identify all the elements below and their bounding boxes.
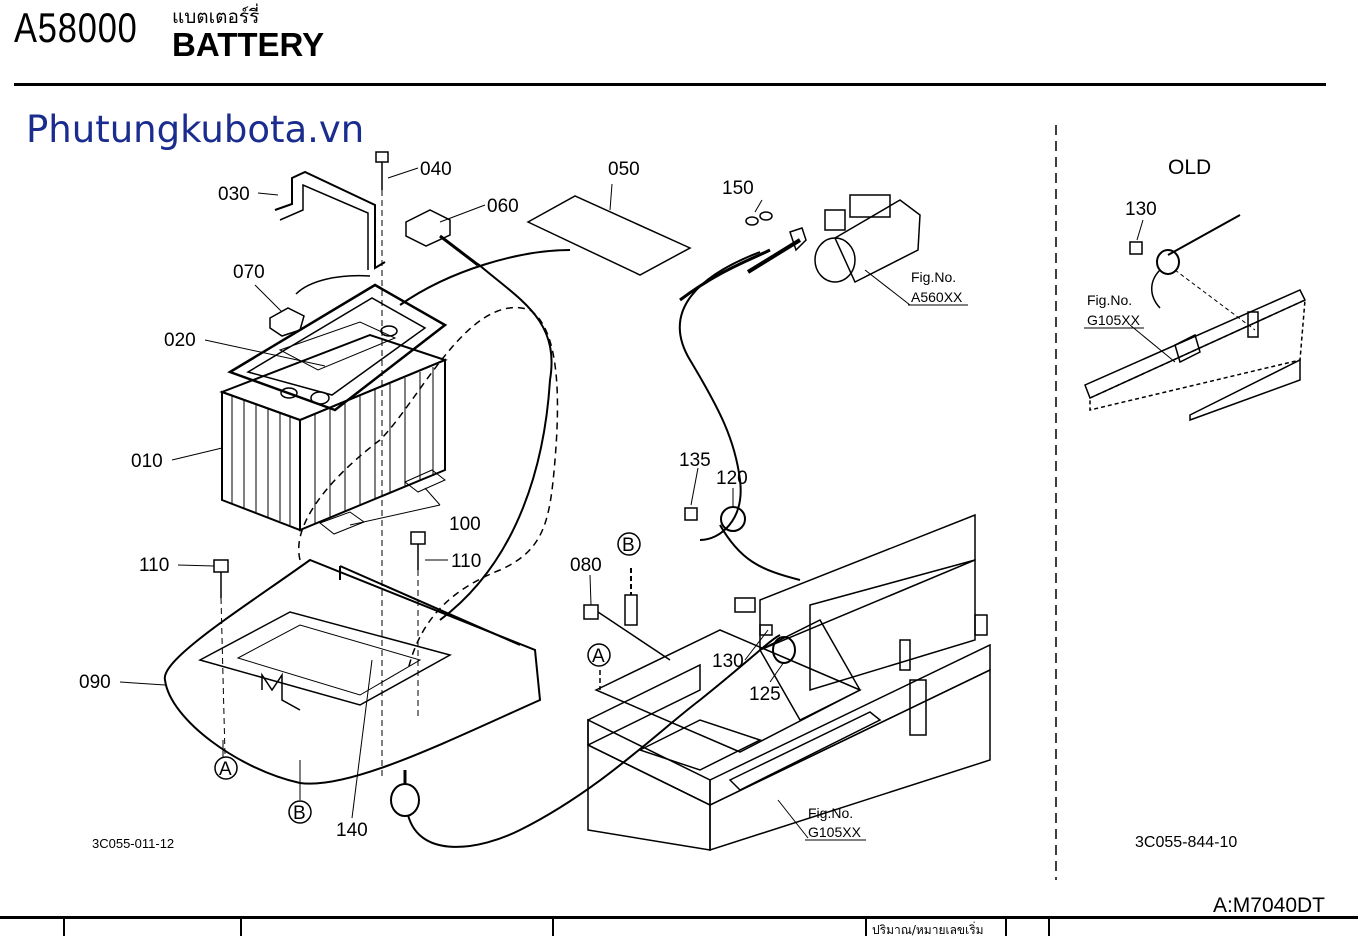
page-code: A58000: [14, 4, 138, 51]
table-top-border: [0, 916, 1358, 919]
part-label: 130: [712, 651, 744, 672]
table-column-divider: [1048, 917, 1050, 936]
chassis-frame: [587, 513, 991, 852]
part-label: 060: [487, 196, 519, 217]
title-english: BATTERY: [172, 26, 325, 63]
part-label: 030: [218, 184, 250, 205]
fig-ref-label: Fig.No.: [1087, 292, 1132, 308]
part-label: 130: [1125, 199, 1157, 220]
fig-ref-number: A560XX: [911, 289, 963, 305]
part-label: 050: [608, 159, 640, 180]
part-label: 120: [716, 468, 748, 489]
part-label: 110: [451, 551, 481, 572]
ref-circle-b: B: [293, 803, 306, 824]
table-column-divider: [552, 917, 554, 936]
part-label: 070: [233, 262, 265, 283]
fig-ref-label: Fig.No.: [911, 269, 956, 285]
fig-ref-number: G105XX: [1087, 312, 1141, 328]
drawing-number: 3C055-844-10: [1135, 834, 1237, 851]
ref-circle-a: A: [592, 646, 605, 667]
table-column-divider: [63, 917, 65, 936]
part-label: 020: [164, 330, 196, 351]
part-label: 100: [449, 514, 481, 535]
fig-ref-number: G105XX: [808, 824, 862, 840]
ref-circle-b: B: [622, 535, 635, 556]
old-detail-drawing: [1084, 214, 1307, 422]
part-label: 135: [679, 450, 711, 471]
leader-lines: [119, 167, 1176, 839]
starter-motor: [814, 194, 921, 284]
part-label: 080: [570, 555, 602, 576]
table-column-divider: [1005, 917, 1007, 936]
battery-ribs: [231, 367, 434, 525]
table-header-quantity: ปริมาณ/หมายเลขเริ่ม: [872, 923, 984, 937]
diagram-drawing: [119, 125, 1307, 880]
old-title: OLD: [1168, 156, 1211, 179]
table-column-divider: [240, 917, 242, 936]
part-label: 150: [722, 178, 754, 199]
part-label: 140: [336, 820, 368, 841]
part-label: 040: [420, 159, 452, 180]
part-label: 110: [139, 555, 169, 576]
ref-circle-a: A: [219, 759, 232, 780]
header-divider: [14, 83, 1326, 86]
parts-diagram: 030 040 060 050 150 070 020 010 100 110 …: [79, 125, 1307, 880]
title-thai: แบตเตอร์รี่: [172, 6, 260, 28]
drawing-number: 3C055-011-12: [92, 836, 174, 851]
model-code: A:M7040DT: [1212, 894, 1325, 917]
watermark-text: Phutungkubota.vn: [26, 108, 365, 151]
fig-ref-label: Fig.No.: [808, 805, 853, 821]
part-label: 010: [131, 451, 163, 472]
table-column-divider: [865, 917, 867, 936]
part-label: 090: [79, 672, 111, 693]
part-label: 125: [749, 684, 781, 705]
